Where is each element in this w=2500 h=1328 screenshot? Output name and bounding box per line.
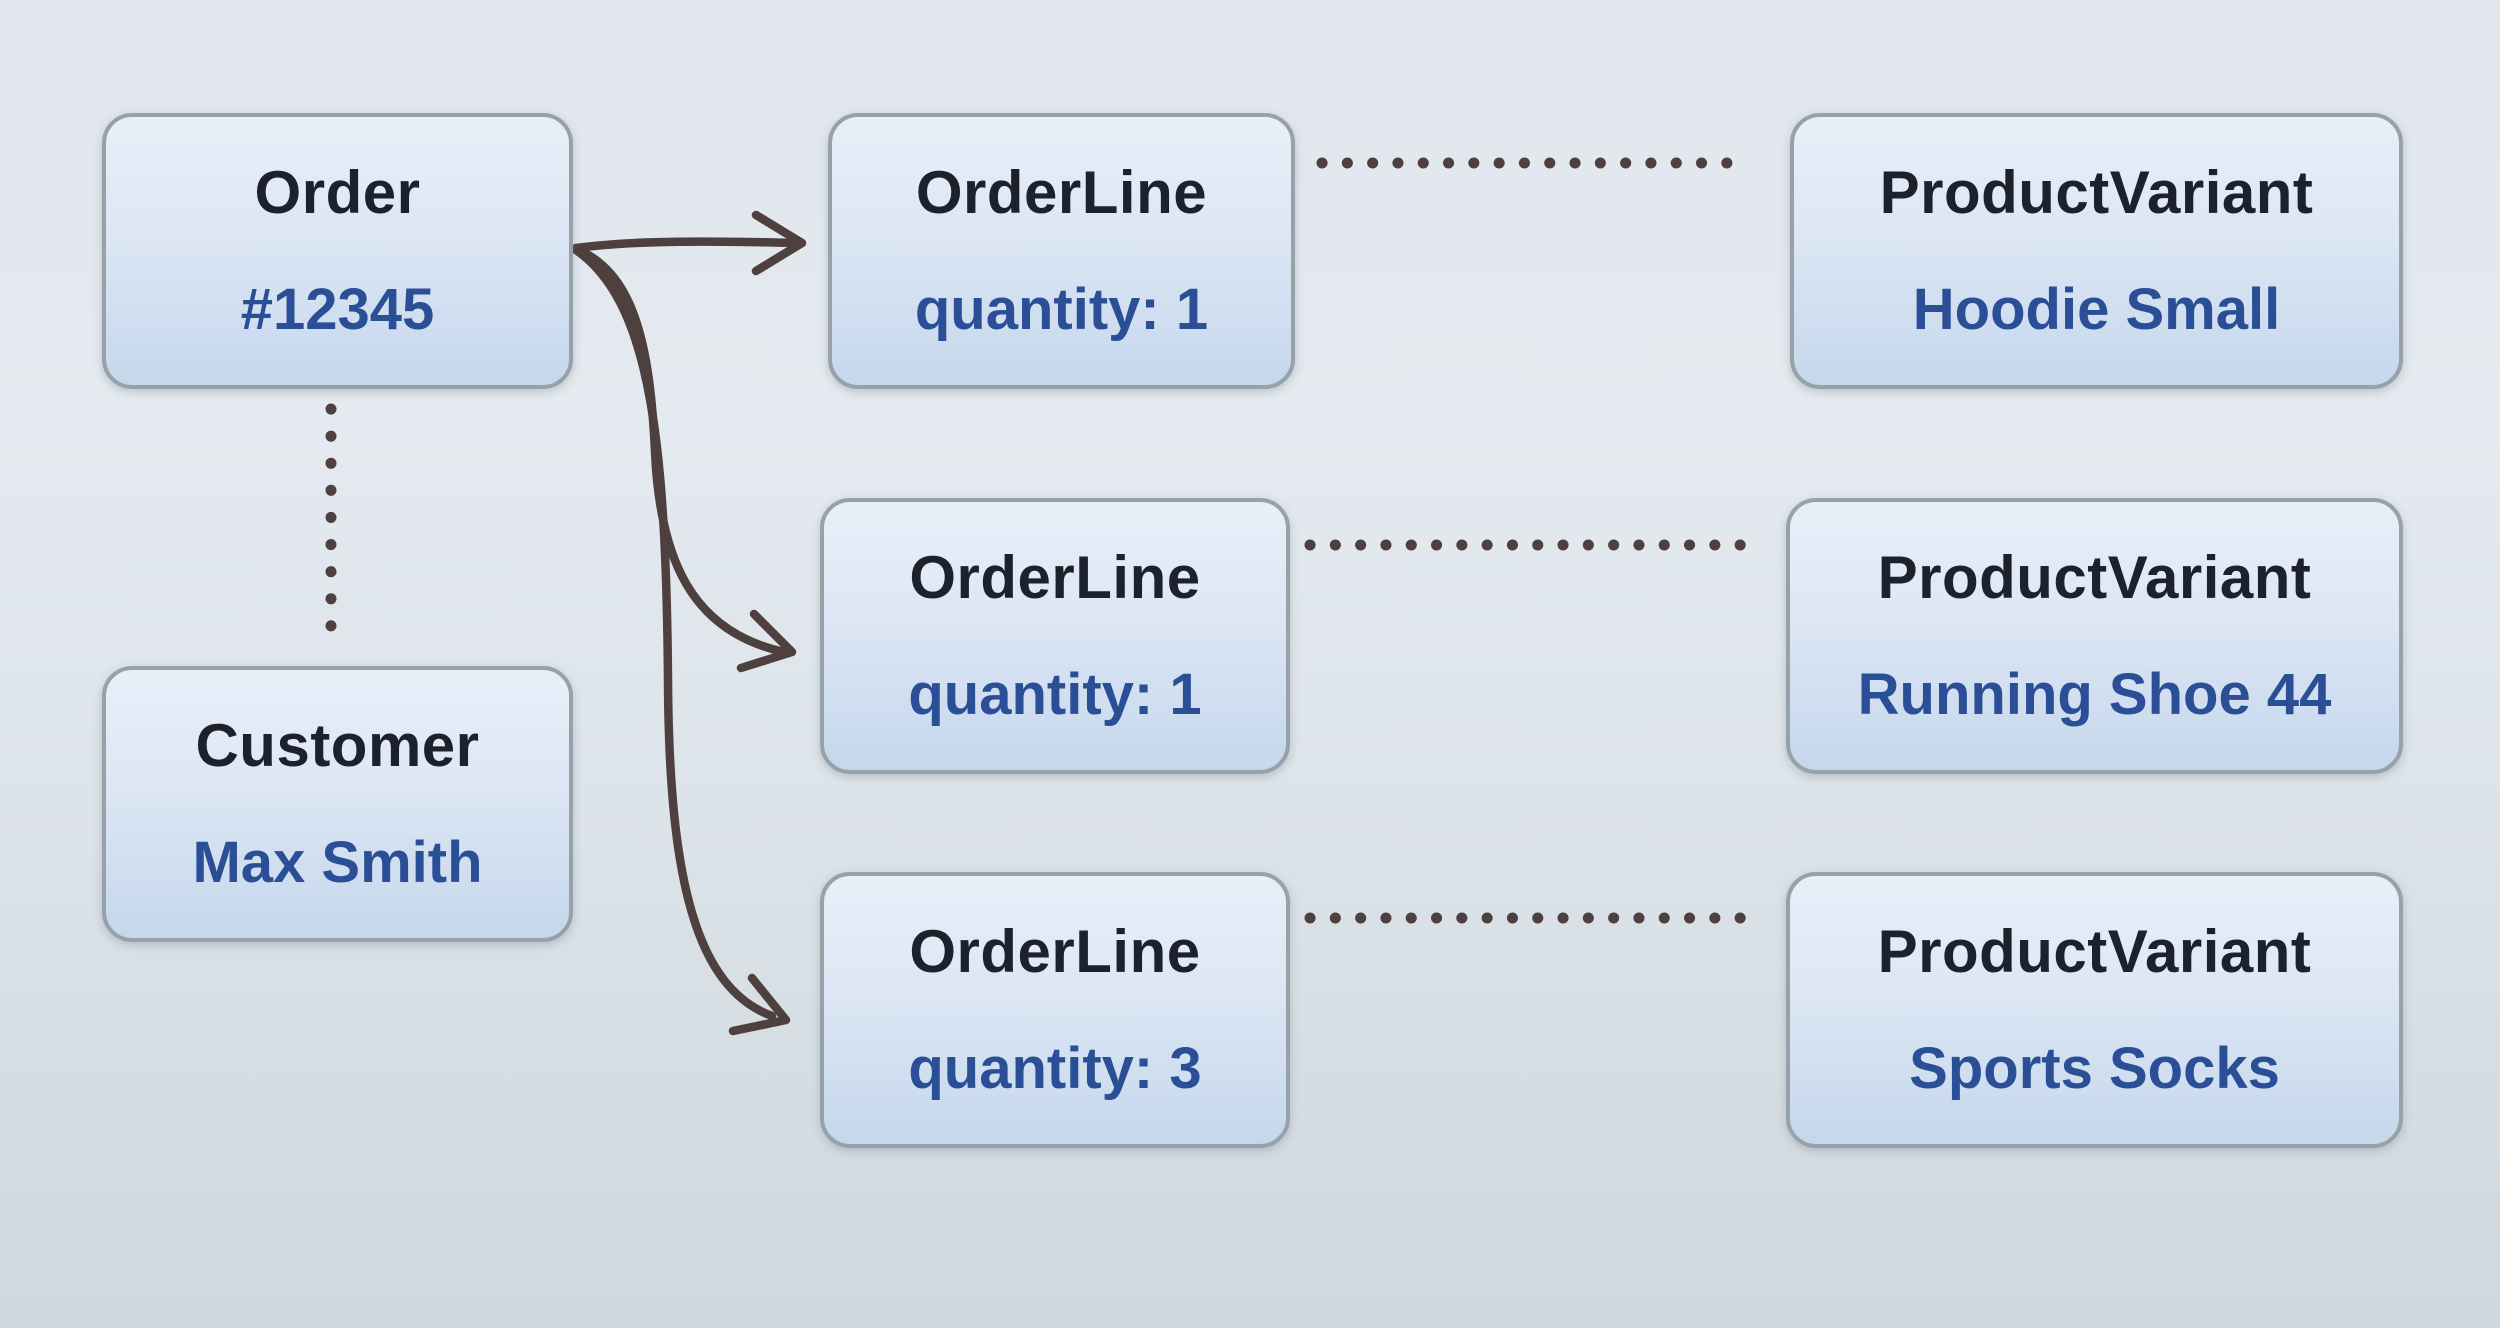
order-to-orderline1-arrow: [571, 237, 802, 253]
order-node-title: Order: [254, 158, 421, 226]
customer-node-title: Customer: [195, 711, 480, 779]
orderline-node-2-title: OrderLine: [909, 543, 1201, 611]
orderline-node-3: OrderLine quantity: 3: [820, 872, 1290, 1148]
orderline-node-1: OrderLine quantity: 1: [828, 113, 1295, 389]
order-to-orderline2-arrowhead-icon: [736, 609, 797, 673]
orderline-node-2-value: quantity: 1: [908, 661, 1202, 727]
productvariant-node-2: ProductVariant Running Shoe 44: [1786, 498, 2403, 774]
orderline-node-2: OrderLine quantity: 1: [820, 498, 1290, 774]
productvariant-node-1-title: ProductVariant: [1879, 158, 2314, 226]
productvariant-node-2-title: ProductVariant: [1877, 543, 2312, 611]
order-to-orderline2-arrow: [571, 244, 785, 656]
productvariant-node-2-value: Running Shoe 44: [1857, 661, 2332, 727]
order-to-orderline1-arrowhead-icon: [751, 210, 807, 276]
customer-node-value: Max Smith: [192, 829, 483, 895]
orderline-node-3-title: OrderLine: [909, 917, 1201, 985]
customer-node: Customer Max Smith: [102, 666, 573, 942]
orderline-node-3-value: quantity: 3: [908, 1035, 1202, 1101]
productvariant-node-3: ProductVariant Sports Socks: [1786, 872, 2403, 1148]
orderline-node-1-value: quantity: 1: [914, 276, 1209, 342]
orderline-node-1-title: OrderLine: [915, 158, 1208, 226]
order-node: Order #12345: [102, 113, 573, 389]
productvariant-node-1: ProductVariant Hoodie Small: [1790, 113, 2403, 389]
order-to-orderline3-arrow: [571, 245, 777, 1021]
order-to-orderline3-arrowhead-icon: [728, 973, 791, 1036]
productvariant-node-3-value: Sports Socks: [1909, 1035, 2280, 1101]
productvariant-node-3-title: ProductVariant: [1877, 917, 2312, 985]
order-node-value: #12345: [240, 276, 435, 342]
productvariant-node-1-value: Hoodie Small: [1912, 276, 2281, 342]
